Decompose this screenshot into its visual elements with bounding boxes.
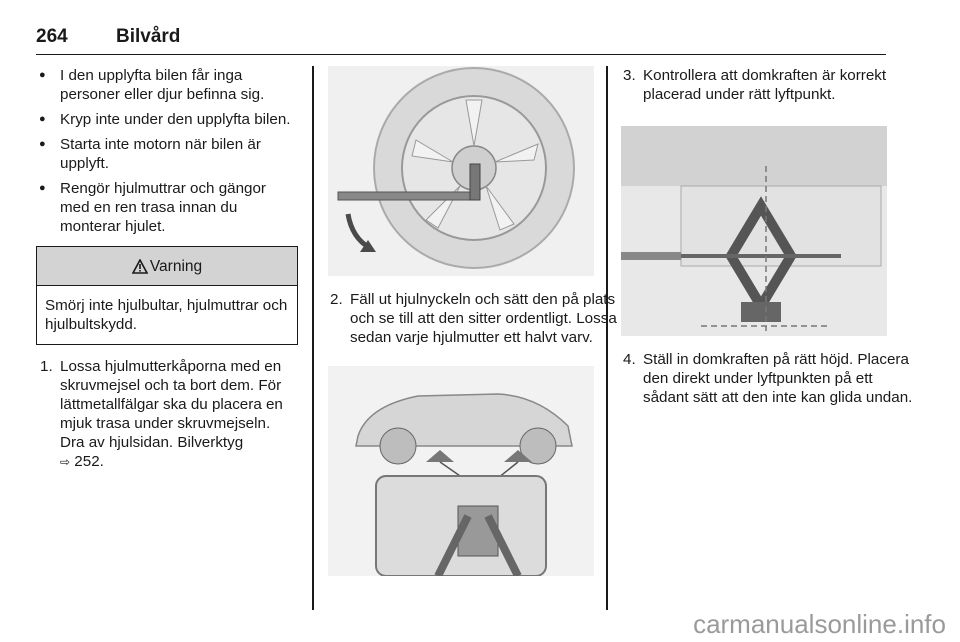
column-divider-1 xyxy=(312,66,314,610)
step-text: Lossa hjulmutterkåporna med en skruvmejs… xyxy=(60,358,283,451)
page-number: 264 xyxy=(36,26,68,47)
left-column: I den upplyfta bilen får inga personer e… xyxy=(36,66,298,472)
step-number: 3. xyxy=(623,67,636,84)
car-lift-points-illustration xyxy=(328,366,594,578)
page-header: 264 Bilvård xyxy=(36,26,886,55)
step-text: Kontrollera att domkraften är korrekt pl… xyxy=(643,67,887,103)
warning-title: Varning xyxy=(149,257,203,275)
watermark: carmanualsonline.info xyxy=(693,609,946,639)
right-column: 3. Kontrollera att domkraften är korrekt… xyxy=(619,66,912,406)
step-2: 2. Fäll ut hjulnyckeln och sätt den på p… xyxy=(326,290,618,347)
arrow-reference-icon: ⇨ xyxy=(60,455,71,469)
step-number: 4. xyxy=(623,351,636,368)
warning-header: Varning xyxy=(37,247,297,286)
bullet-item: Starta inte motorn när bilen är upplyft. xyxy=(36,135,298,173)
warning-triangle-icon xyxy=(131,258,148,274)
bullet-item: I den upplyfta bilen får inga personer e… xyxy=(36,66,298,104)
bullet-item: Kryp inte under den upplyfta bilen. xyxy=(36,110,298,129)
page-title: Bilvård xyxy=(116,26,181,47)
column-divider-2 xyxy=(606,66,608,610)
bullet-item: Rengör hjulmuttrar och gängor med en ren… xyxy=(36,179,298,236)
step-number: 1. xyxy=(40,358,53,375)
step-1: 1. Lossa hjulmutterkåporna med en skruvm… xyxy=(36,357,298,472)
step-4: 4. Ställ in domkraften på rätt höjd. Pla… xyxy=(619,350,913,407)
warning-text: Smörj inte hjulbultar, hjulmuttrar och h… xyxy=(45,297,288,333)
safety-bullet-list: I den upplyfta bilen får inga personer e… xyxy=(36,66,298,236)
step-3: 3. Kontrollera att domkraften är korrekt… xyxy=(619,66,889,104)
step-text: Ställ in domkraften på rätt höjd. Placer… xyxy=(643,351,913,406)
jack-placement-illustration xyxy=(621,126,887,336)
page-reference-link[interactable]: 252. xyxy=(74,453,104,470)
wheel-wrench-illustration xyxy=(328,66,594,276)
warning-box: Varning Smörj inte hjulbultar, hjulmuttr… xyxy=(36,246,298,345)
step-number: 2. xyxy=(330,291,343,308)
step-text: Fäll ut hjulnyckeln och sätt den på plat… xyxy=(350,291,617,346)
